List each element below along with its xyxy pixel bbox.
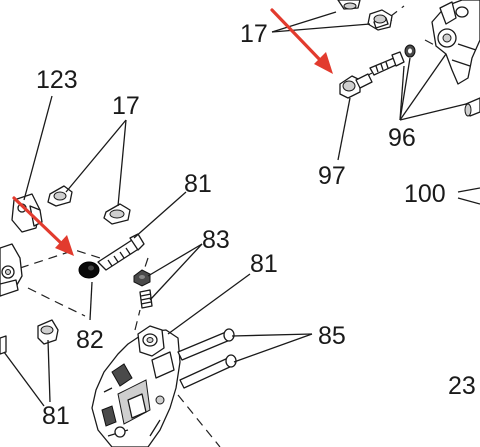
label-81-right: 81 (250, 250, 278, 278)
red-arrow-left (12, 196, 74, 256)
label-23: 23 (448, 372, 476, 400)
bracket-right (431, 0, 480, 85)
washer-96 (404, 44, 416, 58)
rod-right (464, 97, 480, 117)
label-17-top: 17 (240, 20, 268, 48)
bolt-17-top (337, 0, 361, 10)
label-97: 97 (318, 162, 346, 190)
bolts-85 (177, 328, 237, 389)
label-96: 96 (388, 124, 416, 152)
label-100: 100 (404, 180, 446, 208)
bolt-17-hex (367, 9, 393, 31)
label-81-bottom: 81 (42, 402, 70, 430)
bolt-97 (339, 73, 373, 99)
label-83: 83 (202, 226, 230, 254)
bolt-81-long (97, 233, 145, 271)
clip-left-edge (0, 335, 7, 355)
callout-labels: 17 96 97 100 123 17 81 83 81 82 85 81 23 (36, 20, 476, 430)
top-right-assembly (337, 0, 480, 117)
bolt-81-small (37, 319, 59, 345)
bolt-17-second (103, 203, 131, 225)
bolt-85-upper (177, 328, 235, 361)
nut-82 (78, 261, 100, 279)
stud-83 (139, 289, 153, 309)
lever-left (0, 243, 23, 297)
bolt-96 (369, 51, 405, 76)
label-82: 82 (76, 326, 104, 354)
leader-lines (3, 11, 480, 407)
label-85: 85 (318, 322, 346, 350)
nut-83 (133, 269, 151, 287)
label-17-left: 17 (112, 92, 140, 120)
label-123: 123 (36, 66, 78, 94)
red-arrow-top (270, 8, 333, 74)
housing-main (91, 325, 181, 447)
bolt-85-lower (179, 354, 237, 389)
label-81-mid: 81 (184, 170, 212, 198)
